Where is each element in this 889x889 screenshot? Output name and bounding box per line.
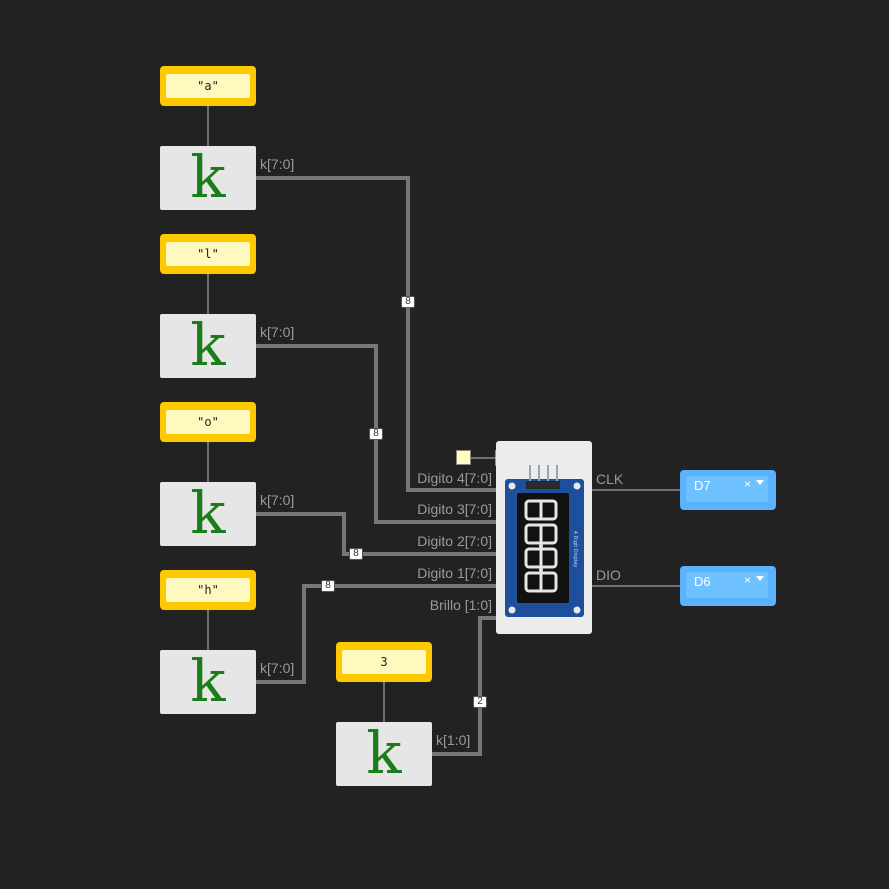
- constant-value-field[interactable]: "a": [166, 74, 250, 98]
- constant-value-field[interactable]: "h": [166, 578, 250, 602]
- constant-block-a[interactable]: "a": [160, 66, 256, 106]
- bus-width-badge: 8: [349, 548, 363, 560]
- seven-segment-display-icon: 4 Digit Display: [505, 465, 584, 617]
- display-input-digito3: Digito 3[7:0]: [417, 501, 492, 517]
- chevron-down-icon[interactable]: [756, 480, 764, 485]
- display-output-clk: CLK: [596, 471, 624, 487]
- k-output-label: k[7:0]: [260, 492, 295, 508]
- display-input-brillo: Brillo [1:0]: [429, 597, 492, 613]
- board-label: 4 Digit Display: [572, 531, 578, 568]
- k-output-label: k[7:0]: [260, 660, 295, 676]
- bus-wire-brillo: [432, 616, 496, 756]
- constant-block-brightness[interactable]: 3: [336, 642, 432, 682]
- pin-dropdown[interactable]: D7 ×: [686, 476, 768, 502]
- k-constant-block-1[interactable]: k: [160, 143, 256, 211]
- bus-width-badge: 2: [473, 696, 487, 708]
- tm1637-display-block[interactable]: 4 Digit Display: [496, 441, 592, 634]
- k-icon: k: [190, 311, 226, 379]
- bus-width-badge: 8: [321, 580, 335, 592]
- bus-wire-digito2: [256, 512, 496, 556]
- k-icon: k: [190, 647, 226, 715]
- constant-value-field[interactable]: "l": [166, 242, 250, 266]
- k-output-label: k[7:0]: [260, 324, 295, 340]
- constant-block-l[interactable]: "l": [160, 234, 256, 274]
- bus-width-badge: 8: [401, 296, 415, 308]
- clock-input-box[interactable]: [456, 450, 471, 465]
- pin-selector-dio[interactable]: D6 ×: [680, 566, 776, 606]
- pin-dropdown[interactable]: D6 ×: [686, 572, 768, 598]
- k-constant-block-3[interactable]: k: [160, 479, 256, 547]
- k-icon: k: [366, 719, 402, 787]
- pin-selector-clk[interactable]: D7 ×: [680, 470, 776, 510]
- k-output-label: k[1:0]: [436, 732, 471, 748]
- k-constant-block-5[interactable]: k: [336, 719, 432, 787]
- bus-width-badge: 8: [369, 428, 383, 440]
- bus-wire-digito4: [256, 176, 496, 492]
- constant-value-field[interactable]: 3: [342, 650, 426, 674]
- bus-wire-digito1: [256, 584, 496, 684]
- constant-block-o[interactable]: "o": [160, 402, 256, 442]
- display-input-digito4: Digito 4[7:0]: [417, 470, 492, 486]
- constant-value-field[interactable]: "o": [166, 410, 250, 434]
- pin-value: D6: [694, 574, 711, 589]
- k-constant-block-2[interactable]: k: [160, 311, 256, 379]
- k-icon: k: [190, 143, 226, 211]
- pin-value: D7: [694, 478, 711, 493]
- k-constant-block-4[interactable]: k: [160, 647, 256, 715]
- k-output-label: k[7:0]: [260, 156, 295, 172]
- display-input-digito2: Digito 2[7:0]: [417, 533, 492, 549]
- clear-icon[interactable]: ×: [744, 477, 752, 491]
- chevron-down-icon[interactable]: [756, 576, 764, 581]
- display-input-digito1: Digito 1[7:0]: [417, 565, 492, 581]
- display-output-dio: DIO: [596, 567, 621, 583]
- constant-block-h[interactable]: "h": [160, 570, 256, 610]
- k-icon: k: [190, 479, 226, 547]
- clear-icon[interactable]: ×: [744, 573, 752, 587]
